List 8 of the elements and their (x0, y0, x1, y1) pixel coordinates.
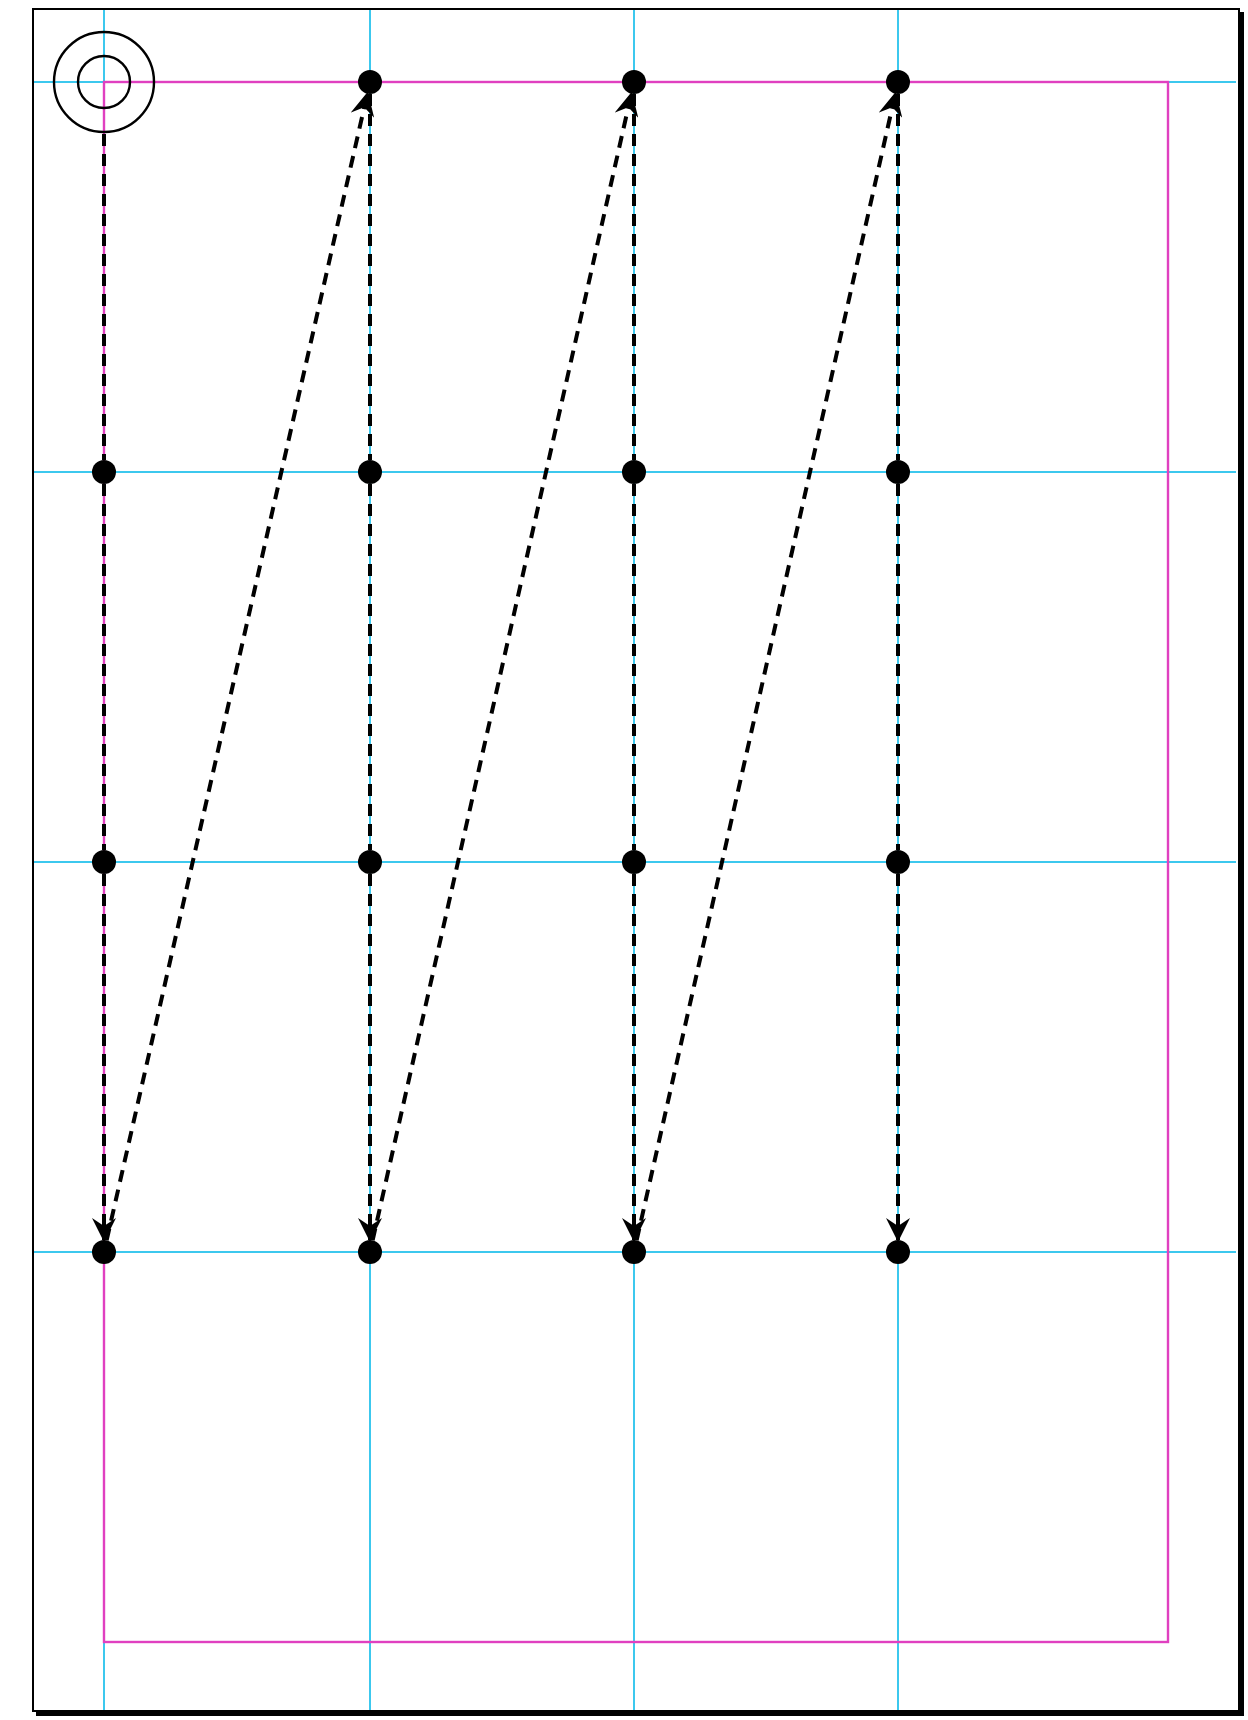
arrow (634, 91, 903, 1241)
start-marker (52, 30, 156, 134)
arrow (104, 91, 375, 1241)
arrow (886, 874, 910, 1242)
arrow (92, 874, 116, 1242)
arrow (370, 91, 639, 1241)
arrow (622, 874, 646, 1242)
arrow (358, 874, 382, 1242)
